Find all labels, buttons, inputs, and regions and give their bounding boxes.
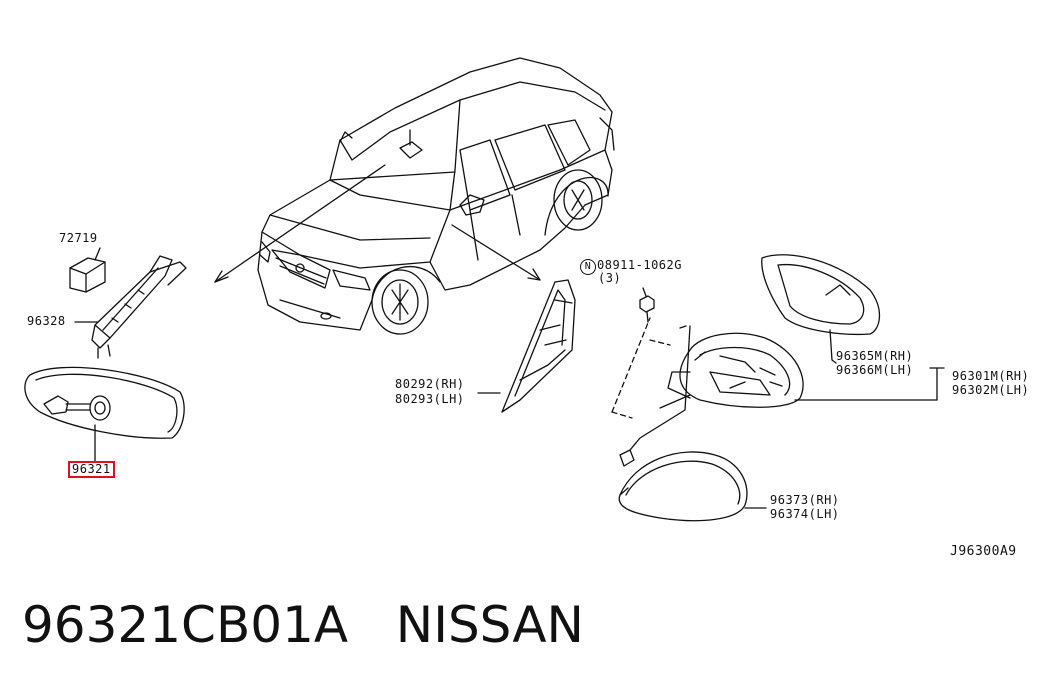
diagram-code: J96300A9 [950,544,1017,559]
label-80292-rh: 80292(RH) [395,377,465,391]
label-96321-highlighted[interactable]: 96321 [68,461,115,478]
mirror-cover-96373-illustration [618,451,748,522]
n-symbol-icon: N [580,259,596,275]
mirror-glass-96365-illustration [761,254,881,336]
label-96328: 96328 [27,314,66,328]
assembly-guide-lines [611,317,671,419]
label-96374-lh: 96374(LH) [770,507,840,521]
corner-trim-80292-illustration [501,279,576,413]
leader-arrows [214,164,541,283]
caption-part-number: 96321CB01A [22,596,349,654]
label-96373-rh: 96373(RH) [770,493,840,507]
label-96365m-rh: 96365M(RH) [836,349,914,363]
label-72719: 72719 [59,231,98,245]
inside-mirror-96321-illustration [24,366,185,463]
mirror-housing-96301-illustration [667,332,804,408]
label-08911-qty: (3) [598,271,622,285]
parts-diagram [24,57,945,522]
bracket-96328-illustration [91,255,187,359]
label-08911-number: 08911-1062G [597,258,682,272]
label-96366m-lh: 96366M(LH) [836,363,914,377]
screw-08911-illustration [639,287,655,323]
caption-brand: NISSAN [395,596,584,654]
cover-72719-illustration [69,247,106,293]
mirror-harness-illustration [619,325,691,467]
label-96302m-lh: 96302M(LH) [952,383,1030,397]
label-96301m-rh: 96301M(RH) [952,369,1030,383]
label-80293-lh: 80293(LH) [395,392,465,406]
part-caption: 96321CB01A NISSAN [22,596,584,654]
